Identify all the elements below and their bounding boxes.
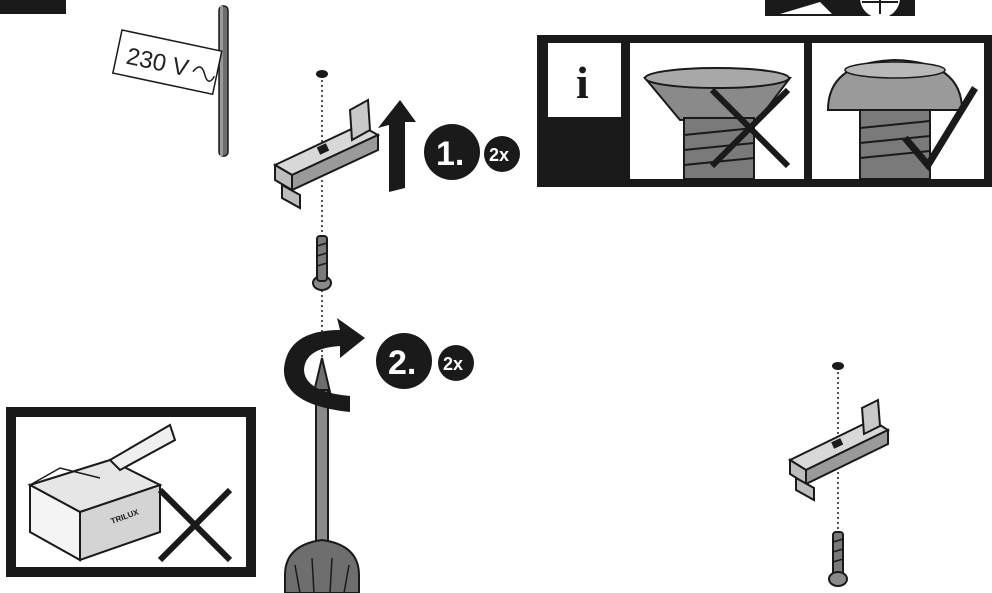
step-1-count: 2x — [489, 145, 509, 165]
up-arrow-icon — [378, 100, 416, 192]
info-panel: i — [537, 35, 992, 187]
corner-tab — [0, 0, 66, 14]
power-cable — [218, 5, 229, 157]
screwdriver — [284, 357, 360, 593]
final-bracket-assembly — [787, 362, 891, 587]
rotate-arrow-icon — [283, 318, 365, 412]
info-panel-dark-cell — [548, 117, 621, 179]
mounting-bracket — [787, 398, 891, 502]
mounting-bracket — [272, 98, 381, 210]
info-icon: i — [576, 57, 589, 108]
step-2-count: 2x — [443, 354, 463, 374]
step-2-number: 2. — [388, 344, 416, 382]
fixing-screw — [312, 235, 332, 291]
step-1-assembly: 1. 2x — [272, 70, 520, 360]
countersunk-screw-wrong — [630, 43, 804, 180]
ceiling-hole — [316, 70, 328, 78]
step-2-assembly: 2. 2x — [283, 318, 474, 593]
cross-icon — [709, 87, 791, 169]
voltage-tag: 230 V — [111, 29, 223, 96]
ceiling-hole — [832, 362, 844, 370]
fixing-screw — [828, 531, 848, 587]
packaging-warning-panel: TRILUX — [6, 407, 256, 577]
warning-badge-icon — [765, 0, 915, 18]
box-icon: TRILUX — [27, 423, 177, 562]
check-icon — [902, 86, 978, 171]
cross-icon — [157, 487, 233, 563]
panhead-screw-right — [812, 43, 984, 180]
step-1-number: 1. — [436, 135, 464, 173]
